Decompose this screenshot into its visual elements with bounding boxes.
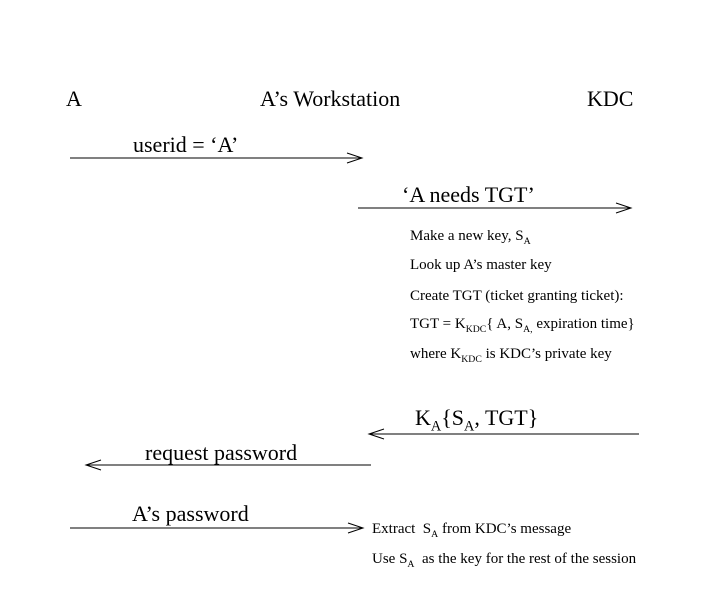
message-label-userid: userid = ‘A’ (133, 132, 239, 157)
needs-tgt-arrow-right (358, 202, 633, 214)
message-label-needs-tgt: ‘A needs TGT’ (402, 182, 535, 207)
workstation-note-use-key: Use SA as the key for the rest of the se… (372, 551, 637, 570)
actor-label-kdc: KDC (587, 86, 634, 111)
message-label-request-password: request password (145, 440, 298, 465)
kdc-note-private-key: where KKDC is KDC’s private key (410, 346, 612, 365)
request-password-arrow-left (84, 459, 371, 471)
message-label-ka-tgt: KA{SA, TGT} (415, 405, 539, 435)
kdc-note-create-tgt: Create TGT (ticket granting ticket): (410, 288, 624, 304)
actor-label-workstation: A’s Workstation (260, 86, 401, 111)
workstation-note-extract-key: Extract SA from KDC’s message (372, 521, 572, 540)
kdc-note-make-key: Make a new key, SA (410, 228, 531, 247)
ka-tgt-arrow-left (367, 428, 639, 440)
message-label-a-password: A’s password (132, 501, 249, 526)
kdc-note-tgt-formula: TGT = KKDC{ A, SA, expiration time} (410, 316, 635, 335)
userid-arrow-right (70, 152, 364, 164)
kdc-note-lookup-master-key: Look up A’s master key (410, 257, 552, 273)
actor-label-a: A (66, 86, 82, 111)
a-password-arrow-right (70, 522, 365, 534)
